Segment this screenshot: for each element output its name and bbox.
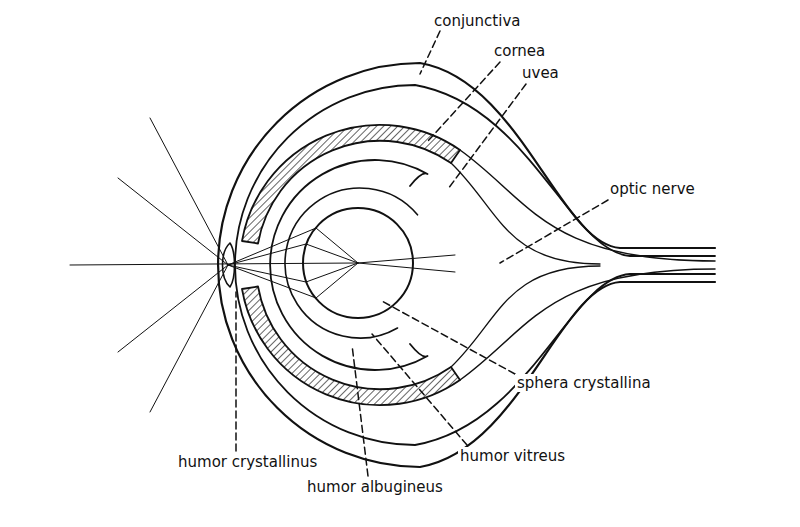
light-rays <box>70 118 455 412</box>
ray <box>118 178 228 265</box>
uvea-line <box>270 160 427 370</box>
ray <box>118 265 228 352</box>
nerve-strand <box>451 163 600 264</box>
leader-lines <box>236 31 608 476</box>
leader-line <box>448 84 526 189</box>
leader-line <box>428 62 500 141</box>
ray <box>150 265 228 412</box>
part-label: humor vitreus <box>458 447 567 465</box>
ray <box>358 263 455 272</box>
part-label: uvea <box>520 64 561 82</box>
nerve-strand <box>460 269 715 380</box>
part-label: conjunctiva <box>432 12 522 30</box>
ray <box>150 118 228 265</box>
hatched-band <box>242 125 460 244</box>
part-label: cornea <box>492 42 547 60</box>
leader-line <box>235 292 237 451</box>
second-coat <box>235 85 715 445</box>
ray <box>358 255 455 263</box>
ray <box>228 263 358 298</box>
part-label: optic nerve <box>608 180 697 198</box>
hatched-band <box>242 287 460 406</box>
ray <box>228 228 358 265</box>
leader-line <box>500 200 608 263</box>
part-label: humor crystallinus <box>176 453 319 471</box>
leader-line <box>420 31 440 74</box>
leader-line <box>372 334 467 445</box>
nerve-strand <box>460 150 715 261</box>
outer-coat <box>218 63 715 467</box>
part-label: sphera crystallina <box>515 374 653 392</box>
leader-line <box>380 300 515 374</box>
part-label: humor albugineus <box>305 478 445 496</box>
leader-line <box>352 345 368 476</box>
ray <box>70 263 358 265</box>
